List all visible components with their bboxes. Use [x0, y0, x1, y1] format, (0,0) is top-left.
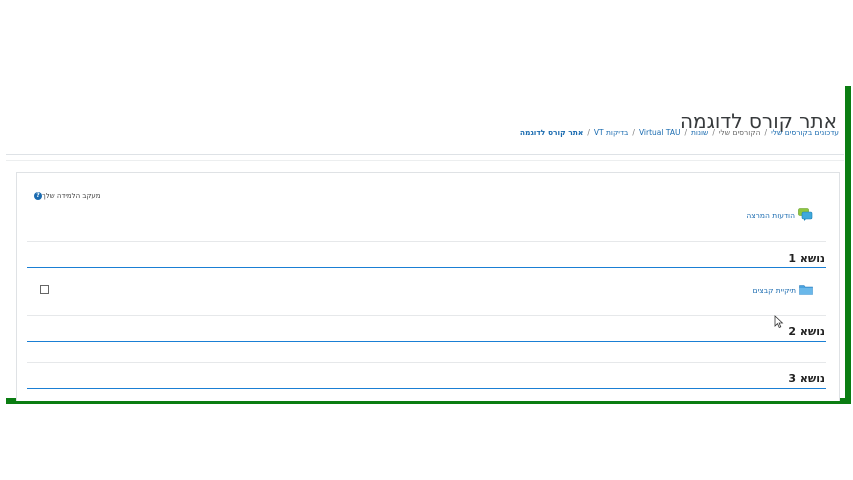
- breadcrumb-separator: /: [684, 128, 687, 137]
- mouse-cursor-icon: [774, 315, 784, 329]
- breadcrumb-separator: /: [587, 128, 590, 137]
- section-title-2[interactable]: נושא 2: [788, 325, 825, 338]
- breadcrumb-item-course-updates[interactable]: עדכונים בקורסים שלי: [771, 128, 839, 137]
- header-divider: [6, 154, 844, 155]
- forum-activity-label[interactable]: הודעות המרצה: [746, 211, 795, 220]
- folder-activity[interactable]: תיקיית קבצים: [753, 284, 813, 297]
- section-underline: [27, 341, 826, 342]
- section-divider: [27, 315, 826, 316]
- section-divider: [27, 241, 826, 242]
- breadcrumb-item-misc[interactable]: שונות: [690, 128, 709, 137]
- forum-activity[interactable]: הודעות המרצה: [746, 208, 813, 223]
- breadcrumb-separator: /: [712, 128, 715, 137]
- breadcrumb-item-my-courses: הקורסים שלי: [718, 128, 761, 137]
- breadcrumb-item-current[interactable]: אתר קורס לדוגמה: [519, 128, 584, 137]
- breadcrumb-separator: /: [764, 128, 768, 137]
- page-title: אתר קורס לדוגמה: [679, 109, 837, 134]
- completion-checkbox[interactable]: [40, 285, 49, 294]
- progress-label-text: מעקב הלמידה שלך: [42, 192, 101, 200]
- header-divider-secondary: [6, 160, 844, 161]
- forum-icon: [798, 208, 813, 223]
- folder-activity-label[interactable]: תיקיית קבצים: [752, 286, 796, 295]
- completion-progress-label: מעקב הלמידה שלך ?: [31, 192, 101, 200]
- breadcrumb: עדכונים בקורסים שלי/הקורסים שלי/שונות/Vi…: [520, 128, 839, 137]
- breadcrumb-item-vt-tests[interactable]: בדיקות VT: [593, 128, 629, 137]
- breadcrumb-separator: /: [632, 128, 635, 137]
- section-title-3[interactable]: נושא 3: [788, 372, 825, 385]
- course-content-card: [16, 172, 840, 401]
- question-circle-icon[interactable]: ?: [34, 192, 42, 200]
- section-divider: [27, 362, 826, 363]
- section-underline: [27, 267, 826, 268]
- breadcrumb-item-virtual-tau[interactable]: Virtual TAU: [638, 128, 681, 137]
- folder-icon: [799, 284, 813, 297]
- window-frame-right: [845, 86, 851, 404]
- section-title-1[interactable]: נושא 1: [788, 252, 825, 265]
- window-frame-bottom: [6, 398, 851, 404]
- section-underline: [27, 388, 826, 389]
